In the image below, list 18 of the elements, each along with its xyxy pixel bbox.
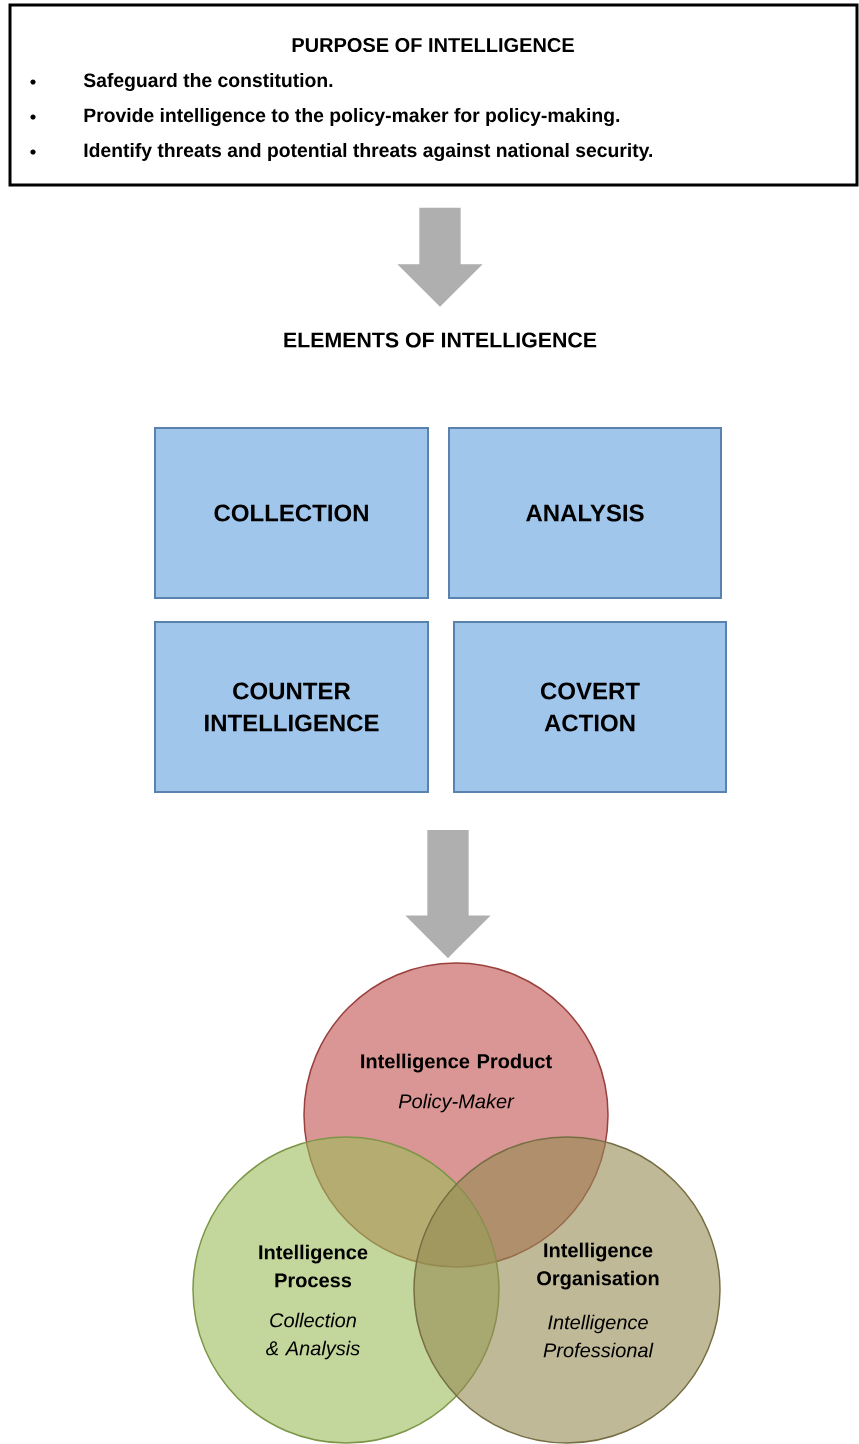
circle-subtitle: Policy-Maker xyxy=(398,1093,515,1113)
circle-subtitle: Intelligence Professional xyxy=(543,1314,654,1358)
section-heading: ELEMENTS OF INTELLIGENCE xyxy=(284,332,597,348)
element-box: COVERT ACTION xyxy=(453,621,727,793)
circle-title: Intelligence Organisation xyxy=(537,1242,659,1290)
venn-circle xyxy=(413,1136,721,1444)
bullet-item: Identify threats and potential threats against national security. xyxy=(30,142,652,162)
box-heading: PURPOSE OF INTELLIGENCE xyxy=(292,37,574,53)
bullet-item: Safeguard the constitution. xyxy=(30,72,333,92)
element-box: COLLECTION xyxy=(154,427,429,599)
circle-subtitle: Collection & Analysis xyxy=(266,1312,360,1360)
venn-circle xyxy=(192,1136,500,1444)
bullet-item: Provide intelligence to the policy-maker for policy-making. xyxy=(30,107,620,127)
element-box: ANALYSIS xyxy=(448,427,722,599)
text-box xyxy=(8,3,859,187)
circle-title: Intelligence Process xyxy=(259,1244,368,1288)
circle-title: Intelligence Product xyxy=(361,1053,552,1073)
element-box: COUNTER INTELLIGENCE xyxy=(154,621,429,793)
